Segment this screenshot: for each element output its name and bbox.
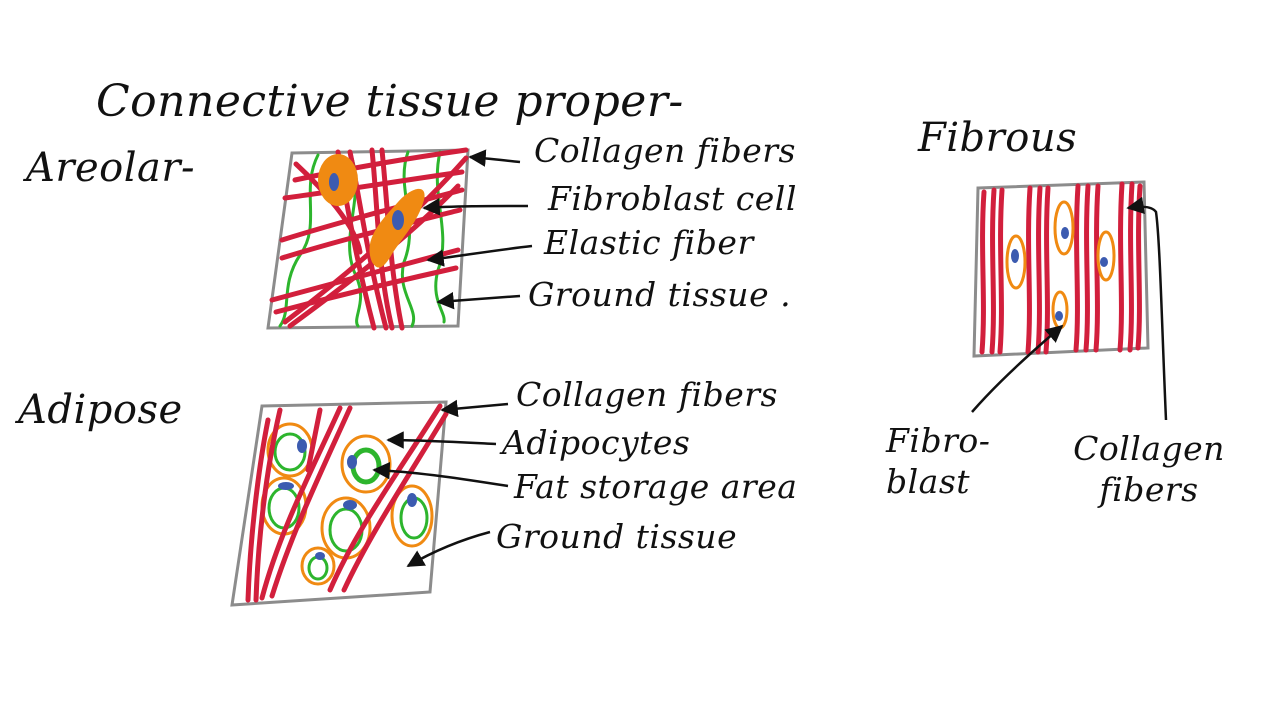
areolar-fibroblast-cells [318,154,425,268]
adipose-collagen-label: Collagen fibers [516,375,778,414]
adipose-collagen-fibers [245,403,449,603]
fibrous-label-arrows [971,196,1168,421]
adipose-ground-label: Ground tissue [496,517,738,556]
areolar-label-arrows [422,149,533,310]
areolar-ground-label: Ground tissue . [528,275,792,314]
areolar-fibroblast-label: Fibroblast cell [548,179,797,218]
fibrous-collagen-label: Collagen fibers [1073,429,1225,510]
adipose-adipocytes-label: Adipocytes [502,423,691,462]
page-title: Connective tissue proper- [96,76,684,127]
fibrous-fibroblast-label: Fibro- blast [886,421,991,502]
areolar-collagen-label: Collagen fibers [534,131,796,170]
fibrous-heading: Fibrous [918,115,1078,161]
adipose-fat-storage-label: Fat storage area [514,467,798,506]
adipose-label-arrows [372,399,509,568]
adipose-heading: Adipose [18,387,183,433]
fibrous-fibroblasts [1005,200,1116,330]
adipose-diagram [230,400,449,607]
areolar-diagram [266,147,470,331]
areolar-heading: Areolar- [26,145,196,191]
areolar-elastic-label: Elastic fiber [544,223,754,262]
adipocytes [260,422,434,586]
fibrous-diagram [972,180,1150,358]
